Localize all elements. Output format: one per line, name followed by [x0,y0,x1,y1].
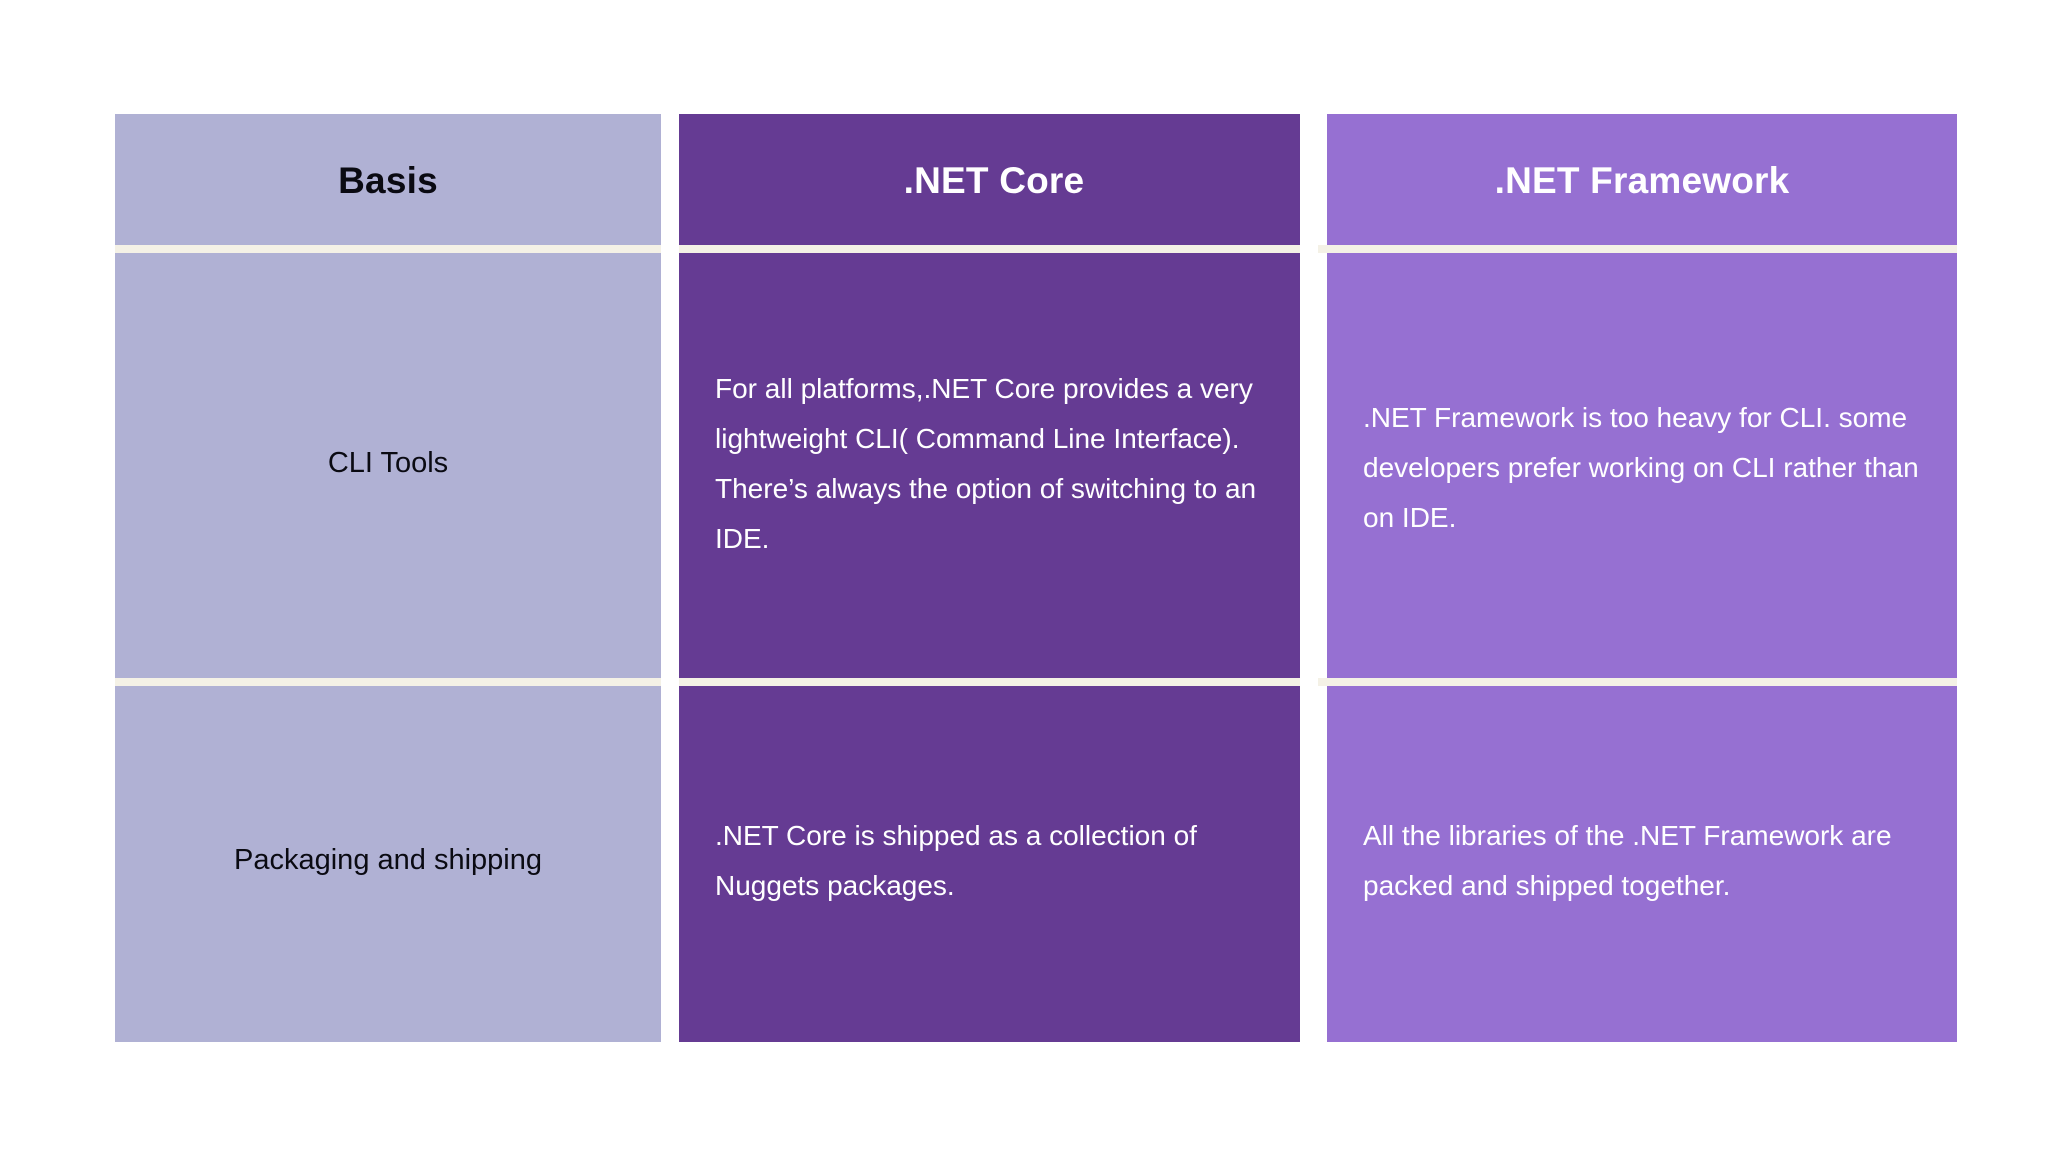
table-header-net-core-label: .NET Core [903,159,1085,201]
table-row: .NET Framework is too heavy for CLI. som… [1327,248,1957,680]
comparison-table: Basis .NET Core .NET Framework CLI Tools… [115,114,1957,1042]
table-header-basis: Basis [115,114,661,248]
row-2-net-core-text: .NET Core is shipped as a collection of … [715,820,1197,901]
table-row: CLI Tools [115,248,661,680]
row-1-basis-label: CLI Tools [327,447,449,480]
table-row: All the libraries of the .NET Framework … [1327,680,1957,1042]
row-2-net-framework-text: All the libraries of the .NET Framework … [1363,820,1892,901]
table-header-net-framework: .NET Framework [1327,114,1957,248]
column-gutter [661,114,679,1042]
table-header-basis-label: Basis [338,159,438,201]
table-header-net-core: .NET Core [679,114,1309,248]
row-2-basis-label: Packaging and shipping [234,844,542,877]
row-1-net-core-text: For all platforms,.NET Core provides a v… [715,373,1257,554]
table-row: For all platforms,.NET Core provides a v… [679,248,1309,680]
column-gutter [1300,114,1318,1042]
table-row: Packaging and shipping [115,680,661,1042]
table-header-net-framework-label: .NET Framework [1494,159,1790,201]
table-row: .NET Core is shipped as a collection of … [679,680,1309,1042]
row-1-net-framework-text: .NET Framework is too heavy for CLI. som… [1363,402,1919,533]
